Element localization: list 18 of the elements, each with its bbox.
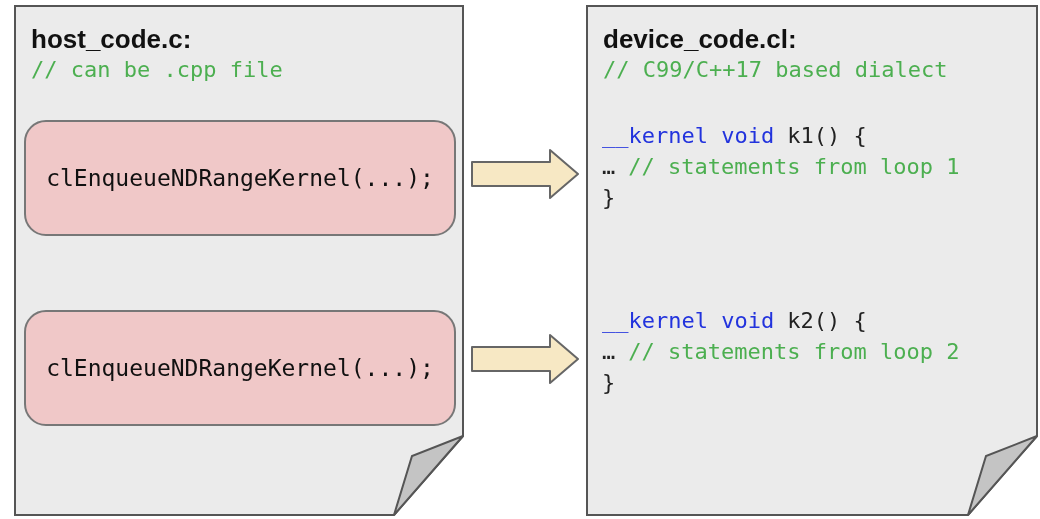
- code-comment: // statements from loop 2: [628, 338, 960, 366]
- code-text: }: [602, 184, 616, 212]
- code-text: …: [602, 153, 616, 181]
- block-arrow: [471, 149, 579, 199]
- function-call-box: clEnqueueNDRangeKernel(...);: [24, 310, 456, 426]
- code-text: k1() {: [787, 122, 867, 150]
- file-name: device_code.cl:: [603, 23, 798, 55]
- code-comment: // can be .cpp file: [31, 56, 284, 84]
- code-keyword: __kernel void: [602, 122, 775, 150]
- code-text: k2() {: [787, 307, 867, 335]
- function-call-box: clEnqueueNDRangeKernel(...);: [24, 120, 456, 236]
- block-arrow: [471, 334, 579, 384]
- code-comment: // C99/C++17 based dialect: [603, 56, 949, 84]
- code-comment: // statements from loop 1: [628, 153, 960, 181]
- code-keyword: __kernel void: [602, 307, 775, 335]
- code-text: …: [602, 338, 616, 366]
- code-text: }: [602, 369, 616, 397]
- file-name: host_code.c:: [31, 23, 193, 55]
